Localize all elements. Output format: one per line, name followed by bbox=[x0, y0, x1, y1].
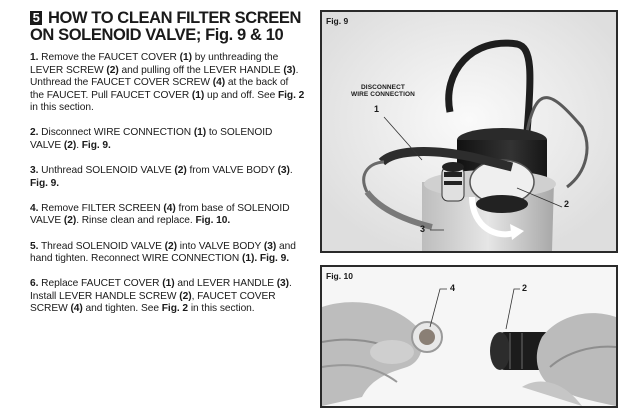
caption-line1: DISCONNECT bbox=[361, 84, 405, 91]
step-number: 1. bbox=[30, 52, 39, 63]
step-6: 6. Replace FAUCET COVER (1) and LEVER HA… bbox=[30, 278, 292, 315]
step-emphasis: Fig. 2 bbox=[161, 303, 189, 315]
section-title: 5 HOW TO CLEAN FILTER SCREEN ON SOLENOID … bbox=[30, 10, 305, 44]
step-emphasis: (2) bbox=[106, 64, 119, 76]
step-emphasis: (2) bbox=[63, 140, 77, 152]
step-emphasis: (3) bbox=[276, 278, 290, 290]
step-emphasis: (1) bbox=[193, 127, 207, 139]
step-emphasis: (2) bbox=[179, 290, 192, 302]
figure-9: Fig. 9 bbox=[320, 10, 618, 253]
section-number-badge: 5 bbox=[30, 11, 42, 25]
figure-9-label: Fig. 9 bbox=[326, 16, 349, 26]
filter-screen-photo bbox=[322, 267, 616, 406]
callout-3: 3 bbox=[420, 224, 426, 234]
step-number: 3. bbox=[30, 165, 39, 177]
section-title-line1: HOW TO CLEAN FILTER SCREEN bbox=[48, 9, 301, 27]
step-5: 5. Thread SOLENOID VALVE (2) into VALVE … bbox=[30, 240, 296, 265]
step-emphasis: (1) bbox=[191, 89, 205, 101]
steps-list: 1. Remove the FAUCET COVER (1) by unthre… bbox=[30, 52, 305, 316]
callout-1: 1 bbox=[374, 104, 380, 114]
step-emphasis: (3) bbox=[277, 165, 290, 177]
step-number: 6. bbox=[30, 278, 39, 290]
step-emphasis: (4) bbox=[163, 202, 176, 214]
step-emphasis: Fig. 9. bbox=[30, 177, 60, 189]
callout-4: 4 bbox=[450, 283, 456, 293]
figure-10-label: Fig. 10 bbox=[326, 271, 353, 281]
step-emphasis: (3) bbox=[263, 240, 277, 252]
step-emphasis: (2) bbox=[174, 165, 187, 177]
step-emphasis: Fig. 9. bbox=[81, 140, 111, 152]
step-emphasis: (2) bbox=[164, 240, 177, 252]
section-title-line2: ON SOLENOID VALVE; Fig. 9 & 10 bbox=[30, 26, 284, 44]
callout-2: 2 bbox=[522, 283, 528, 293]
step-emphasis: (4) bbox=[212, 77, 226, 89]
step-1: 1. Remove the FAUCET COVER (1) by unthre… bbox=[30, 52, 305, 114]
step-emphasis: (1) bbox=[179, 52, 192, 63]
step-2: 2. Disconnect WIRE CONNECTION (1) to SOL… bbox=[30, 127, 273, 152]
step-3: 3. Unthread SOLENOID VALVE (2) from VALV… bbox=[30, 165, 293, 189]
step-emphasis: (3) bbox=[283, 64, 296, 76]
wire-connection-caption: DISCONNECT WIRE CONNECTION bbox=[348, 84, 418, 98]
instructions-column: 5 HOW TO CLEAN FILTER SCREEN ON SOLENOID … bbox=[30, 10, 305, 329]
callout-2: 2 bbox=[564, 199, 570, 209]
step-emphasis: Fig. 9. bbox=[259, 253, 289, 265]
step-4: 4. Remove FILTER SCREEN (4) from base of… bbox=[30, 202, 290, 227]
step-emphasis: Fig. 10. bbox=[195, 215, 231, 227]
solenoid-valve-photo bbox=[322, 12, 616, 251]
step-emphasis: Fig. 2 bbox=[277, 89, 305, 101]
step-number: 5. bbox=[30, 240, 39, 252]
step-emphasis: (1). bbox=[242, 253, 258, 265]
step-emphasis: (1) bbox=[162, 278, 175, 290]
step-emphasis: (4) bbox=[70, 303, 83, 315]
step-emphasis: (2) bbox=[63, 215, 77, 227]
figure-10: Fig. 10 4 2 bbox=[320, 265, 618, 408]
step-number: 4. bbox=[30, 202, 39, 214]
caption-line2: WIRE CONNECTION bbox=[351, 90, 415, 98]
step-number: 2. bbox=[30, 127, 39, 139]
